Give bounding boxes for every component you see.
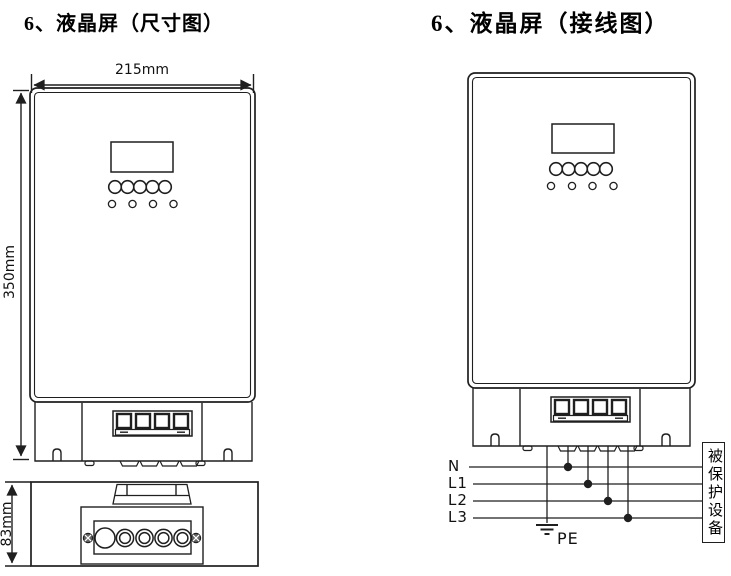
indicator-lights <box>546 181 618 191</box>
terminal-block <box>550 396 631 423</box>
front-view-panel <box>467 72 696 389</box>
dimension-diagram <box>5 74 259 567</box>
wiring-lines <box>469 446 702 535</box>
mounting-notch <box>52 448 62 461</box>
wire-label-l2: L2 <box>448 491 468 509</box>
height-dimension-label: 350mm <box>2 245 18 299</box>
protected-device-box: 被保护设备 <box>702 442 725 543</box>
wire-label-neutral: N <box>448 457 461 475</box>
display-screen <box>110 141 174 173</box>
mounting-notch <box>661 433 671 446</box>
indicator-lights <box>107 199 178 209</box>
ground-label: PE <box>557 529 579 548</box>
wiring-diagram <box>467 72 702 535</box>
protected-device-label: 被保护设备 <box>706 447 722 538</box>
bottom-tabs <box>84 460 206 467</box>
depth-dimension-line <box>5 481 31 567</box>
ground-symbol <box>536 524 558 535</box>
terminal-block <box>112 410 193 437</box>
junction-dots <box>563 462 633 523</box>
depth-dimension-label: 83mm <box>0 501 15 547</box>
height-dimension-line <box>13 89 29 461</box>
bottom-tabs <box>522 445 644 452</box>
control-buttons <box>107 179 173 195</box>
terminal-section <box>34 402 253 467</box>
left-diagram-title: 6、液晶屏（尺寸图） <box>24 13 224 35</box>
display-screen <box>551 123 615 154</box>
terminal-section <box>472 388 691 452</box>
mounting-notch <box>490 433 500 446</box>
mounting-notch <box>223 448 233 461</box>
wire-label-l1: L1 <box>448 474 468 492</box>
control-buttons <box>548 161 614 177</box>
rail-clip <box>112 483 192 505</box>
bottom-view <box>30 481 259 567</box>
wire-label-l3: L3 <box>448 508 468 526</box>
screws <box>82 532 202 544</box>
front-view-panel <box>29 87 256 403</box>
right-diagram-title: 6、液晶屏（接线图） <box>431 11 670 36</box>
width-dimension-label: 215mm <box>115 62 169 78</box>
cable-glands <box>94 527 192 549</box>
